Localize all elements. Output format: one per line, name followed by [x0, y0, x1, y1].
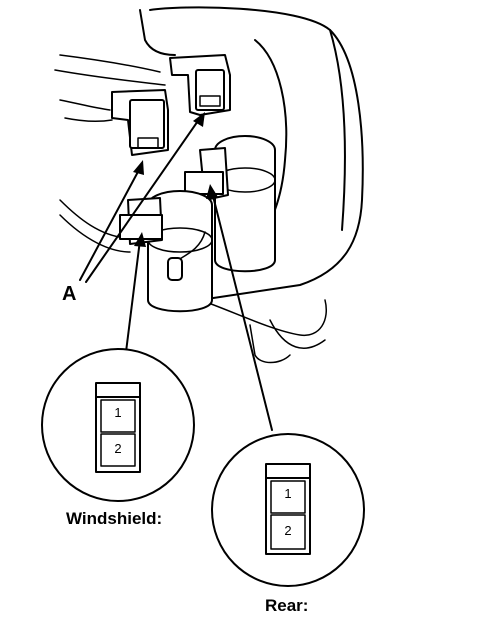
rear-detail-circle: [211, 433, 365, 587]
rear-pin-2: 2: [284, 523, 292, 538]
windshield-detail-circle: [41, 348, 195, 502]
reservoir-outline: [139, 6, 364, 364]
callout-a-arrows: [79, 112, 205, 283]
windshield-pin-1: 1: [114, 405, 122, 420]
connector-housing-left: [111, 89, 169, 156]
leader-lines: [124, 184, 273, 431]
windshield-label: Windshield:: [66, 509, 163, 528]
connector-housing-upper: [169, 54, 231, 116]
rear-label: Rear:: [265, 596, 309, 615]
washer-pump-rear: [184, 135, 276, 273]
rear-pin-1: 1: [284, 486, 292, 501]
windshield-pin-2: 2: [114, 441, 122, 456]
callout-a-label: A: [62, 283, 77, 305]
